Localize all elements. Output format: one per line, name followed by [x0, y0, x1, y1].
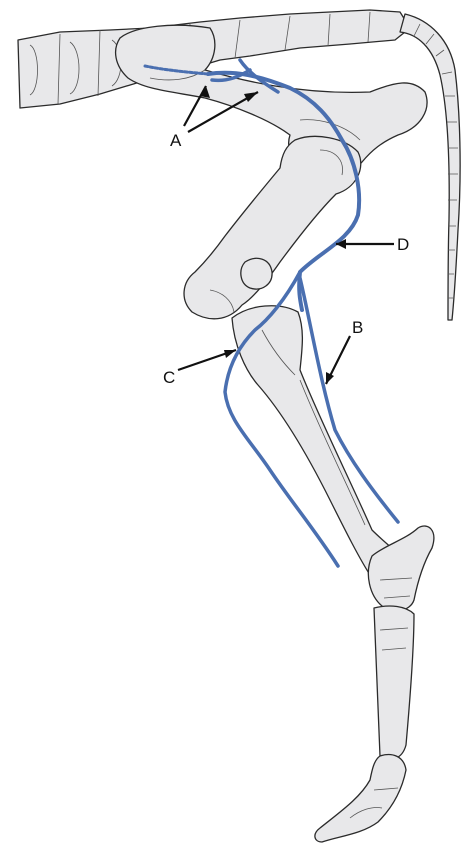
label-a: A — [170, 131, 182, 150]
phalanges — [315, 755, 406, 842]
metatarsus — [374, 606, 414, 759]
femur — [184, 136, 361, 318]
label-b: B — [352, 318, 363, 337]
label-c: C — [163, 368, 175, 387]
label-d: D — [397, 235, 409, 254]
patella — [241, 258, 272, 289]
tibia — [232, 306, 406, 583]
tail — [400, 14, 460, 320]
